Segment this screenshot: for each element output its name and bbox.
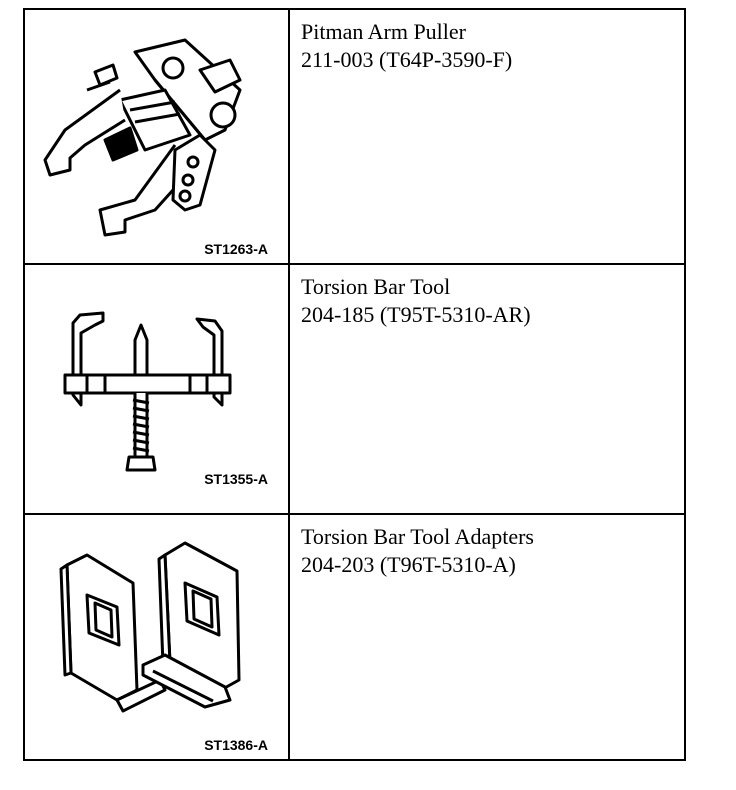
- tool-part-number: 211-003 (T64P-3590-F): [301, 47, 513, 72]
- tool-description: Pitman Arm Puller 211-003 (T64P-3590-F): [301, 18, 676, 74]
- tool-row: ST1355-A Torsion Bar Tool 204-185 (T95T-…: [25, 265, 684, 515]
- tool-illustration-cell: ST1355-A: [25, 265, 290, 513]
- tool-name: Torsion Bar Tool: [301, 274, 451, 299]
- torsion-bar-tool-adapters-illustration: [59, 541, 241, 713]
- tool-name: Pitman Arm Puller: [301, 19, 466, 44]
- tool-illustration-cell: ST1263-A: [25, 10, 290, 263]
- illustration-code: ST1355-A: [204, 471, 268, 487]
- illustration-code: ST1386-A: [204, 737, 268, 753]
- pitman-arm-puller-illustration: [43, 38, 242, 237]
- illustration-code: ST1263-A: [204, 241, 268, 257]
- tool-illustration-cell: ST1386-A: [25, 515, 290, 759]
- tool-part-number: 204-185 (T95T-5310-AR): [301, 302, 531, 327]
- tool-row: ST1386-A Torsion Bar Tool Adapters 204-2…: [25, 515, 684, 759]
- tool-part-number: 204-203 (T96T-5310-A): [301, 552, 516, 577]
- tool-description: Torsion Bar Tool Adapters 204-203 (T96T-…: [301, 523, 676, 579]
- tool-description: Torsion Bar Tool 204-185 (T95T-5310-AR): [301, 273, 676, 329]
- tool-row: ST1263-A Pitman Arm Puller 211-003 (T64P…: [25, 10, 684, 265]
- tool-name: Torsion Bar Tool Adapters: [301, 524, 534, 549]
- torsion-bar-tool-illustration: [63, 311, 232, 472]
- special-tools-table: ST1263-A Pitman Arm Puller 211-003 (T64P…: [23, 8, 686, 761]
